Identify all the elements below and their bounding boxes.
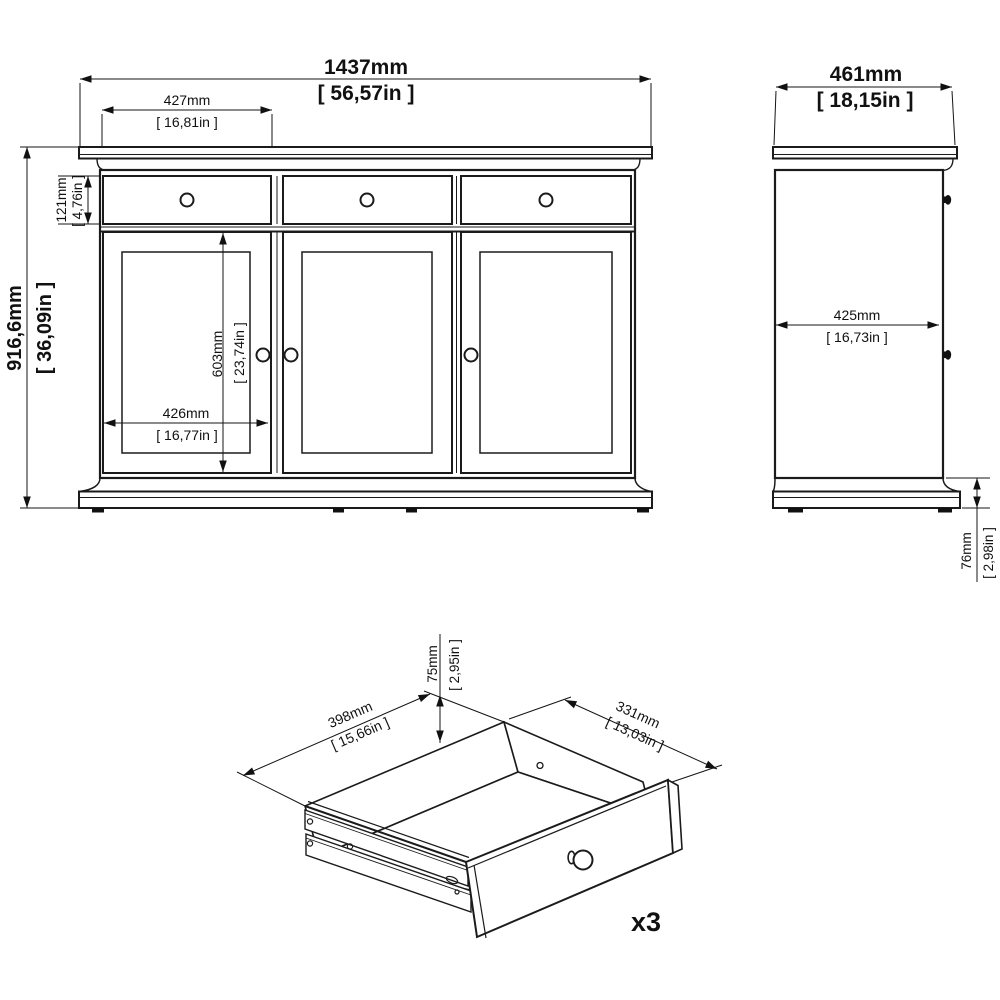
- dim-top-drawer-width: 427mm [ 16,81in ]: [101, 92, 273, 146]
- drawer-front-knob: [567, 849, 594, 871]
- door-knob-2: [283, 347, 299, 363]
- side-foot-1: [788, 508, 803, 513]
- door-knob-1: [255, 347, 271, 363]
- side-plinth: [772, 490, 961, 509]
- side-body: [773, 168, 945, 480]
- drawer-knob-1: [179, 192, 195, 208]
- drawer-front-panel-endcap: [667, 778, 683, 855]
- drawer-quantity-label: x3: [631, 907, 661, 937]
- dim-door-height-mm: 603mm: [209, 331, 225, 378]
- door-knob-3: [463, 347, 479, 363]
- drawer-side-rail-upper: [304, 809, 469, 887]
- side-drawer-knob: [943, 195, 952, 205]
- dim-drawer-front-height: 121mm [ 4,76in ]: [54, 175, 100, 227]
- dim-plinth-height-mm: 76mm: [959, 532, 974, 570]
- dim-body-depth-in: [ 16,73in ]: [826, 329, 888, 345]
- side-door-knob: [943, 350, 952, 360]
- dim-door-height-in: [ 23,74in ]: [231, 322, 247, 384]
- dim-drawer-front-height-mm: 121mm: [54, 177, 69, 222]
- front-door-2: [282, 231, 453, 474]
- rail-screw-1: [306, 818, 314, 825]
- front-crown: [78, 146, 653, 160]
- dim-plinth-height: 76mm [ 2,98in ]: [946, 477, 996, 582]
- side-view: [772, 146, 961, 513]
- rail-screw-4: [454, 889, 460, 895]
- dim-overall-width-mm: 1437mm: [324, 56, 408, 79]
- front-door-1-panel: [121, 251, 251, 454]
- drawer-knob-3: [538, 192, 554, 208]
- dim-door-width: 426mm [ 16,77in ]: [104, 405, 268, 443]
- drawer-knob-2: [359, 192, 375, 208]
- dim-door-width-mm: 426mm: [163, 405, 210, 421]
- dim-overall-depth: 461mm [ 18,15in ]: [773, 63, 956, 146]
- dim-overall-depth-mm: 461mm: [830, 63, 902, 86]
- drawer-iso-view: [304, 720, 683, 939]
- dim-overall-height: 916,6mm [ 36,09in ]: [4, 146, 79, 509]
- dim-overall-width-in: [ 56,57in ]: [318, 82, 415, 105]
- side-foot-2: [938, 508, 952, 513]
- dim-overall-width: 1437mm [ 56,57in ]: [79, 56, 652, 146]
- dim-top-drawer-width-mm: 427mm: [164, 92, 211, 108]
- dim-top-drawer-width-in: [ 16,81in ]: [156, 114, 218, 130]
- dim-door-height: 603mm [ 23,74in ]: [209, 233, 247, 472]
- dim-drawer-height-mm: 75mm: [425, 645, 440, 683]
- dim-body-depth: 425mm [ 16,73in ]: [776, 307, 939, 345]
- front-crown-cove-left: [96, 158, 106, 171]
- front-door-1: [102, 231, 272, 474]
- front-plinth: [78, 490, 653, 509]
- dim-drawer-height-in: [ 2,95in ]: [447, 639, 462, 691]
- rail-slot: [445, 875, 459, 885]
- dim-overall-height-mm: 916,6mm: [4, 285, 26, 371]
- front-foot-1: [92, 508, 104, 513]
- dim-drawer-height: 75mm [ 2,95in ]: [425, 634, 462, 743]
- front-view: [78, 146, 653, 513]
- dim-door-width-in: [ 16,77in ]: [156, 427, 218, 443]
- front-foot-2: [333, 508, 344, 513]
- front-crown-cove-right: [631, 158, 641, 171]
- dim-plinth-height-in: [ 2,98in ]: [981, 527, 996, 579]
- front-door-3: [460, 231, 632, 474]
- side-crown-cove: [943, 158, 954, 171]
- rail-screw-3: [346, 843, 354, 850]
- dim-body-depth-mm: 425mm: [834, 307, 881, 323]
- dim-drawer-front-height-in: [ 4,76in ]: [70, 175, 85, 227]
- front-foot-4: [637, 508, 649, 513]
- front-door-2-panel: [301, 251, 433, 454]
- front-foot-3: [406, 508, 417, 513]
- rail-screw-2: [306, 840, 314, 847]
- side-crown: [772, 146, 958, 160]
- dim-overall-height-in: [ 36,09in ]: [34, 282, 56, 374]
- drawer-back-screw: [536, 761, 544, 770]
- front-door-3-panel: [479, 251, 613, 454]
- drawer-side-rail-lower: [305, 833, 472, 913]
- dim-overall-depth-in: [ 18,15in ]: [817, 89, 914, 112]
